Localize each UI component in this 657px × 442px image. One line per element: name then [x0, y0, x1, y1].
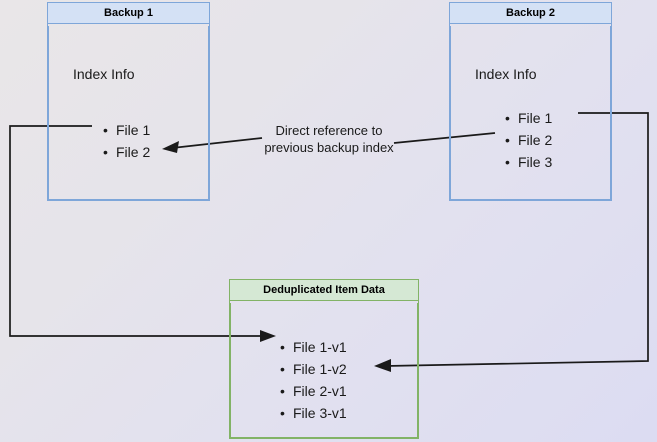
backup2-file-item: File 1 — [505, 107, 552, 129]
dedup-file-item: File 1-v2 — [280, 358, 347, 380]
backup1-node[interactable]: Backup 1 Index Info File 1 File 2 — [47, 2, 210, 201]
backup2-node[interactable]: Backup 2 Index Info File 1 File 2 File 3 — [449, 2, 612, 201]
backup2-file-item: File 3 — [505, 151, 552, 173]
deduplicated-item-data-node[interactable]: Deduplicated Item Data File 1-v1 File 1-… — [229, 279, 419, 439]
backup1-file-item: File 2 — [103, 141, 150, 163]
backup2-file-item: File 2 — [505, 129, 552, 151]
direct-reference-label: Direct reference to previous backup inde… — [249, 122, 409, 156]
dedup-body: File 1-v1 File 1-v2 File 2-v1 File 3-v1 — [230, 302, 418, 438]
backup2-index-info-label: Index Info — [475, 65, 537, 82]
backup1-index-info-label: Index Info — [73, 65, 135, 82]
dedup-header: Deduplicated Item Data — [230, 280, 418, 301]
dedup-file-item: File 2-v1 — [280, 380, 347, 402]
direct-reference-label-line1: Direct reference to — [275, 123, 383, 138]
dedup-file-list: File 1-v1 File 1-v2 File 2-v1 File 3-v1 — [277, 336, 347, 424]
backup2-file-list: File 1 File 2 File 3 — [502, 107, 552, 173]
backup2-body: Index Info File 1 File 2 File 3 — [450, 25, 611, 200]
dedup-file-item: File 3-v1 — [280, 402, 347, 424]
backup1-header: Backup 1 — [48, 3, 209, 24]
backup2-header: Backup 2 — [450, 3, 611, 24]
direct-reference-label-line2: previous backup index — [264, 140, 394, 155]
backup1-body: Index Info File 1 File 2 — [48, 25, 209, 200]
dedup-file-item: File 1-v1 — [280, 336, 347, 358]
backup1-file-item: File 1 — [103, 119, 150, 141]
backup1-file-list: File 1 File 2 — [100, 119, 150, 163]
